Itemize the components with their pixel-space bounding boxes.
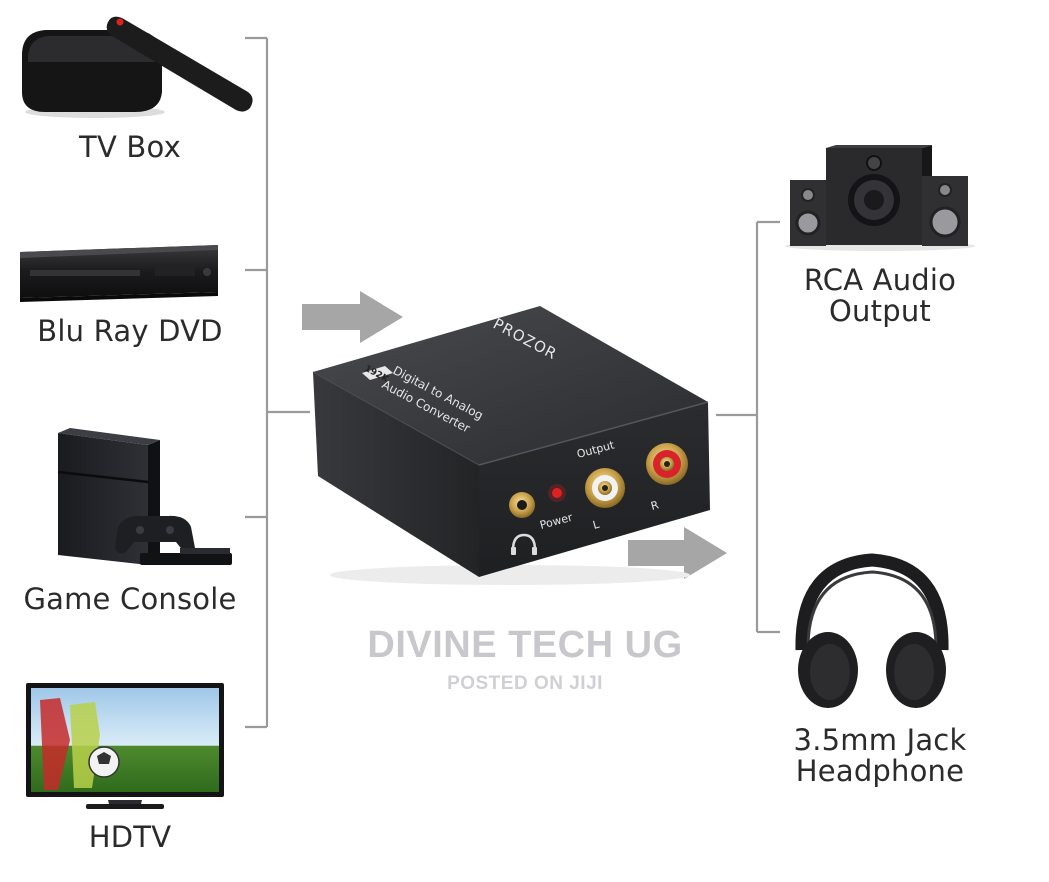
output-label-headphone: 3.5mm Jack Headphone [793,723,967,788]
output-arrow-icon [628,527,727,579]
game-console-icon [57,428,232,565]
tv-box-icon [22,16,253,118]
source-label-blu-ray: Blu Ray DVD [37,314,223,348]
rca-right-jack [646,443,688,485]
watermark-subtitle: POSTED ON JIJI [447,673,603,694]
source-label-hdtv: HDTV [88,820,172,854]
speakers-icon [785,145,975,251]
right-connector-bracket [716,220,780,634]
device-left-label: L [591,518,601,532]
rca-left-jack [585,468,625,508]
device-badge-bg [362,366,393,380]
source-label-tv-box: TV Box [79,130,181,164]
device-right-label: R [649,498,660,513]
headphone-symbol-icon [511,533,537,551]
headphones-icon [795,553,949,708]
hdtv-icon [26,683,224,809]
converter-device [312,306,710,585]
watermark-title: DIVINE TECH UG [367,624,683,666]
power-led [552,488,562,498]
left-connector-bracket [245,36,310,729]
source-label-game-console: Game Console [23,582,237,616]
output-label-rca: RCA Audio Output [803,263,957,328]
input-arrow-icon [302,291,403,343]
blu-ray-player-icon [20,245,218,302]
